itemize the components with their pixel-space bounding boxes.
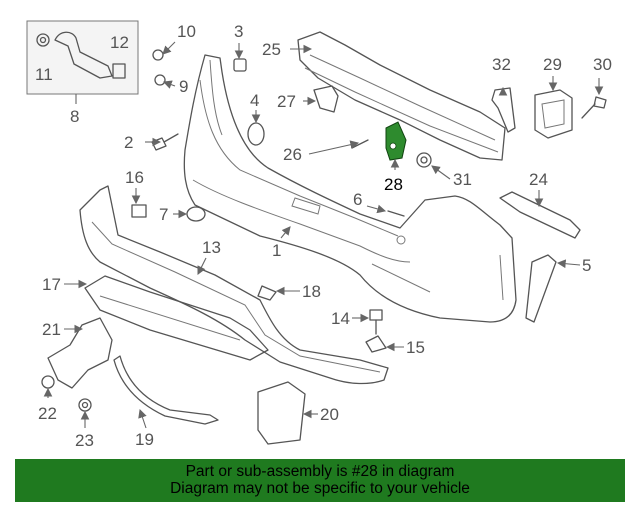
callout-16[interactable]: 16: [125, 168, 144, 187]
callout-4[interactable]: 4: [250, 91, 259, 110]
callout-8[interactable]: 8: [70, 107, 79, 126]
clip-part-22: [41, 375, 55, 389]
callout-27[interactable]: 27: [277, 92, 296, 111]
trim-strip-part-19: [113, 355, 219, 425]
callout-23[interactable]: 23: [75, 431, 94, 450]
skid-plate-part-17: [84, 275, 269, 361]
callout-24[interactable]: 24: [529, 170, 548, 189]
bolt-part-30: [581, 96, 607, 119]
bracket-part-28-highlighted[interactable]: [385, 121, 407, 161]
callout-12[interactable]: 12: [110, 33, 129, 52]
bolt-part-14: [369, 309, 383, 335]
plug-part-7: [186, 206, 206, 222]
clip-part-3: [233, 58, 247, 72]
callout-labels: 25 3 10 9 11 12 8 2 4 27 26 28 31 32 29 …: [35, 22, 612, 450]
callout-30[interactable]: 30: [593, 55, 612, 74]
callout-19[interactable]: 19: [135, 430, 154, 449]
callout-26[interactable]: 26: [283, 145, 302, 164]
callout-21[interactable]: 21: [42, 320, 61, 339]
clip-part-15: [365, 335, 387, 353]
bolt-part-6: [387, 210, 405, 217]
module-part-29: [534, 89, 573, 139]
parts-diagram: 25 3 10 9 11 12 8 2 4 27 26 28 31 32 29 …: [26, 20, 612, 450]
callout-22[interactable]: 22: [38, 404, 57, 423]
callout-17[interactable]: 17: [42, 275, 61, 294]
lower-valance-part-13: [79, 185, 389, 385]
bolt-part-10: [152, 49, 164, 61]
callout-15[interactable]: 15: [406, 338, 425, 357]
bolt-part-18: [257, 285, 277, 301]
callout-7[interactable]: 7: [159, 205, 168, 224]
callout-14[interactable]: 14: [331, 309, 350, 328]
callout-3[interactable]: 3: [234, 22, 243, 41]
callout-25[interactable]: 25: [262, 40, 281, 59]
callout-10[interactable]: 10: [177, 22, 196, 41]
callout-20[interactable]: 20: [320, 405, 339, 424]
callout-28[interactable]: 28: [384, 175, 403, 194]
bumper-cover-part-1: [183, 54, 517, 323]
callout-6[interactable]: 6: [353, 190, 362, 209]
callout-9[interactable]: 9: [179, 77, 188, 96]
callout-32[interactable]: 32: [492, 55, 511, 74]
side-molding-part-5: [525, 254, 557, 323]
banner-line-part-info: Part or sub-assembly is #28 in diagram: [185, 463, 455, 480]
callout-2[interactable]: 2: [124, 133, 133, 152]
callout-18[interactable]: 18: [302, 282, 321, 301]
callout-31[interactable]: 31: [453, 170, 472, 189]
inset-box-part-8: [26, 20, 139, 95]
bracket-part-20: [257, 381, 306, 445]
clip-part-16: [131, 204, 147, 218]
callout-5[interactable]: 5: [582, 256, 591, 275]
info-banner: Part or sub-assembly is #28 in diagram D…: [15, 459, 625, 502]
grommet-part-23: [78, 398, 92, 412]
reinforcement-beam-part-25: [297, 31, 506, 161]
callout-13[interactable]: 13: [202, 238, 221, 257]
bracket-part-27: [313, 85, 339, 113]
callout-1[interactable]: 1: [272, 241, 281, 260]
side-bracket-part-32: [491, 87, 516, 133]
leader-lines: [43, 41, 604, 429]
banner-line-disclaimer: Diagram may not be specific to your vehi…: [170, 480, 470, 497]
callout-29[interactable]: 29: [543, 55, 562, 74]
nut-part-31: [416, 152, 432, 168]
cap-part-4: [247, 122, 265, 146]
reflector-strip-part-24: [499, 191, 581, 239]
callout-11[interactable]: 11: [35, 65, 53, 84]
bolt-part-9: [154, 74, 166, 86]
bracket-part-21: [47, 317, 113, 389]
